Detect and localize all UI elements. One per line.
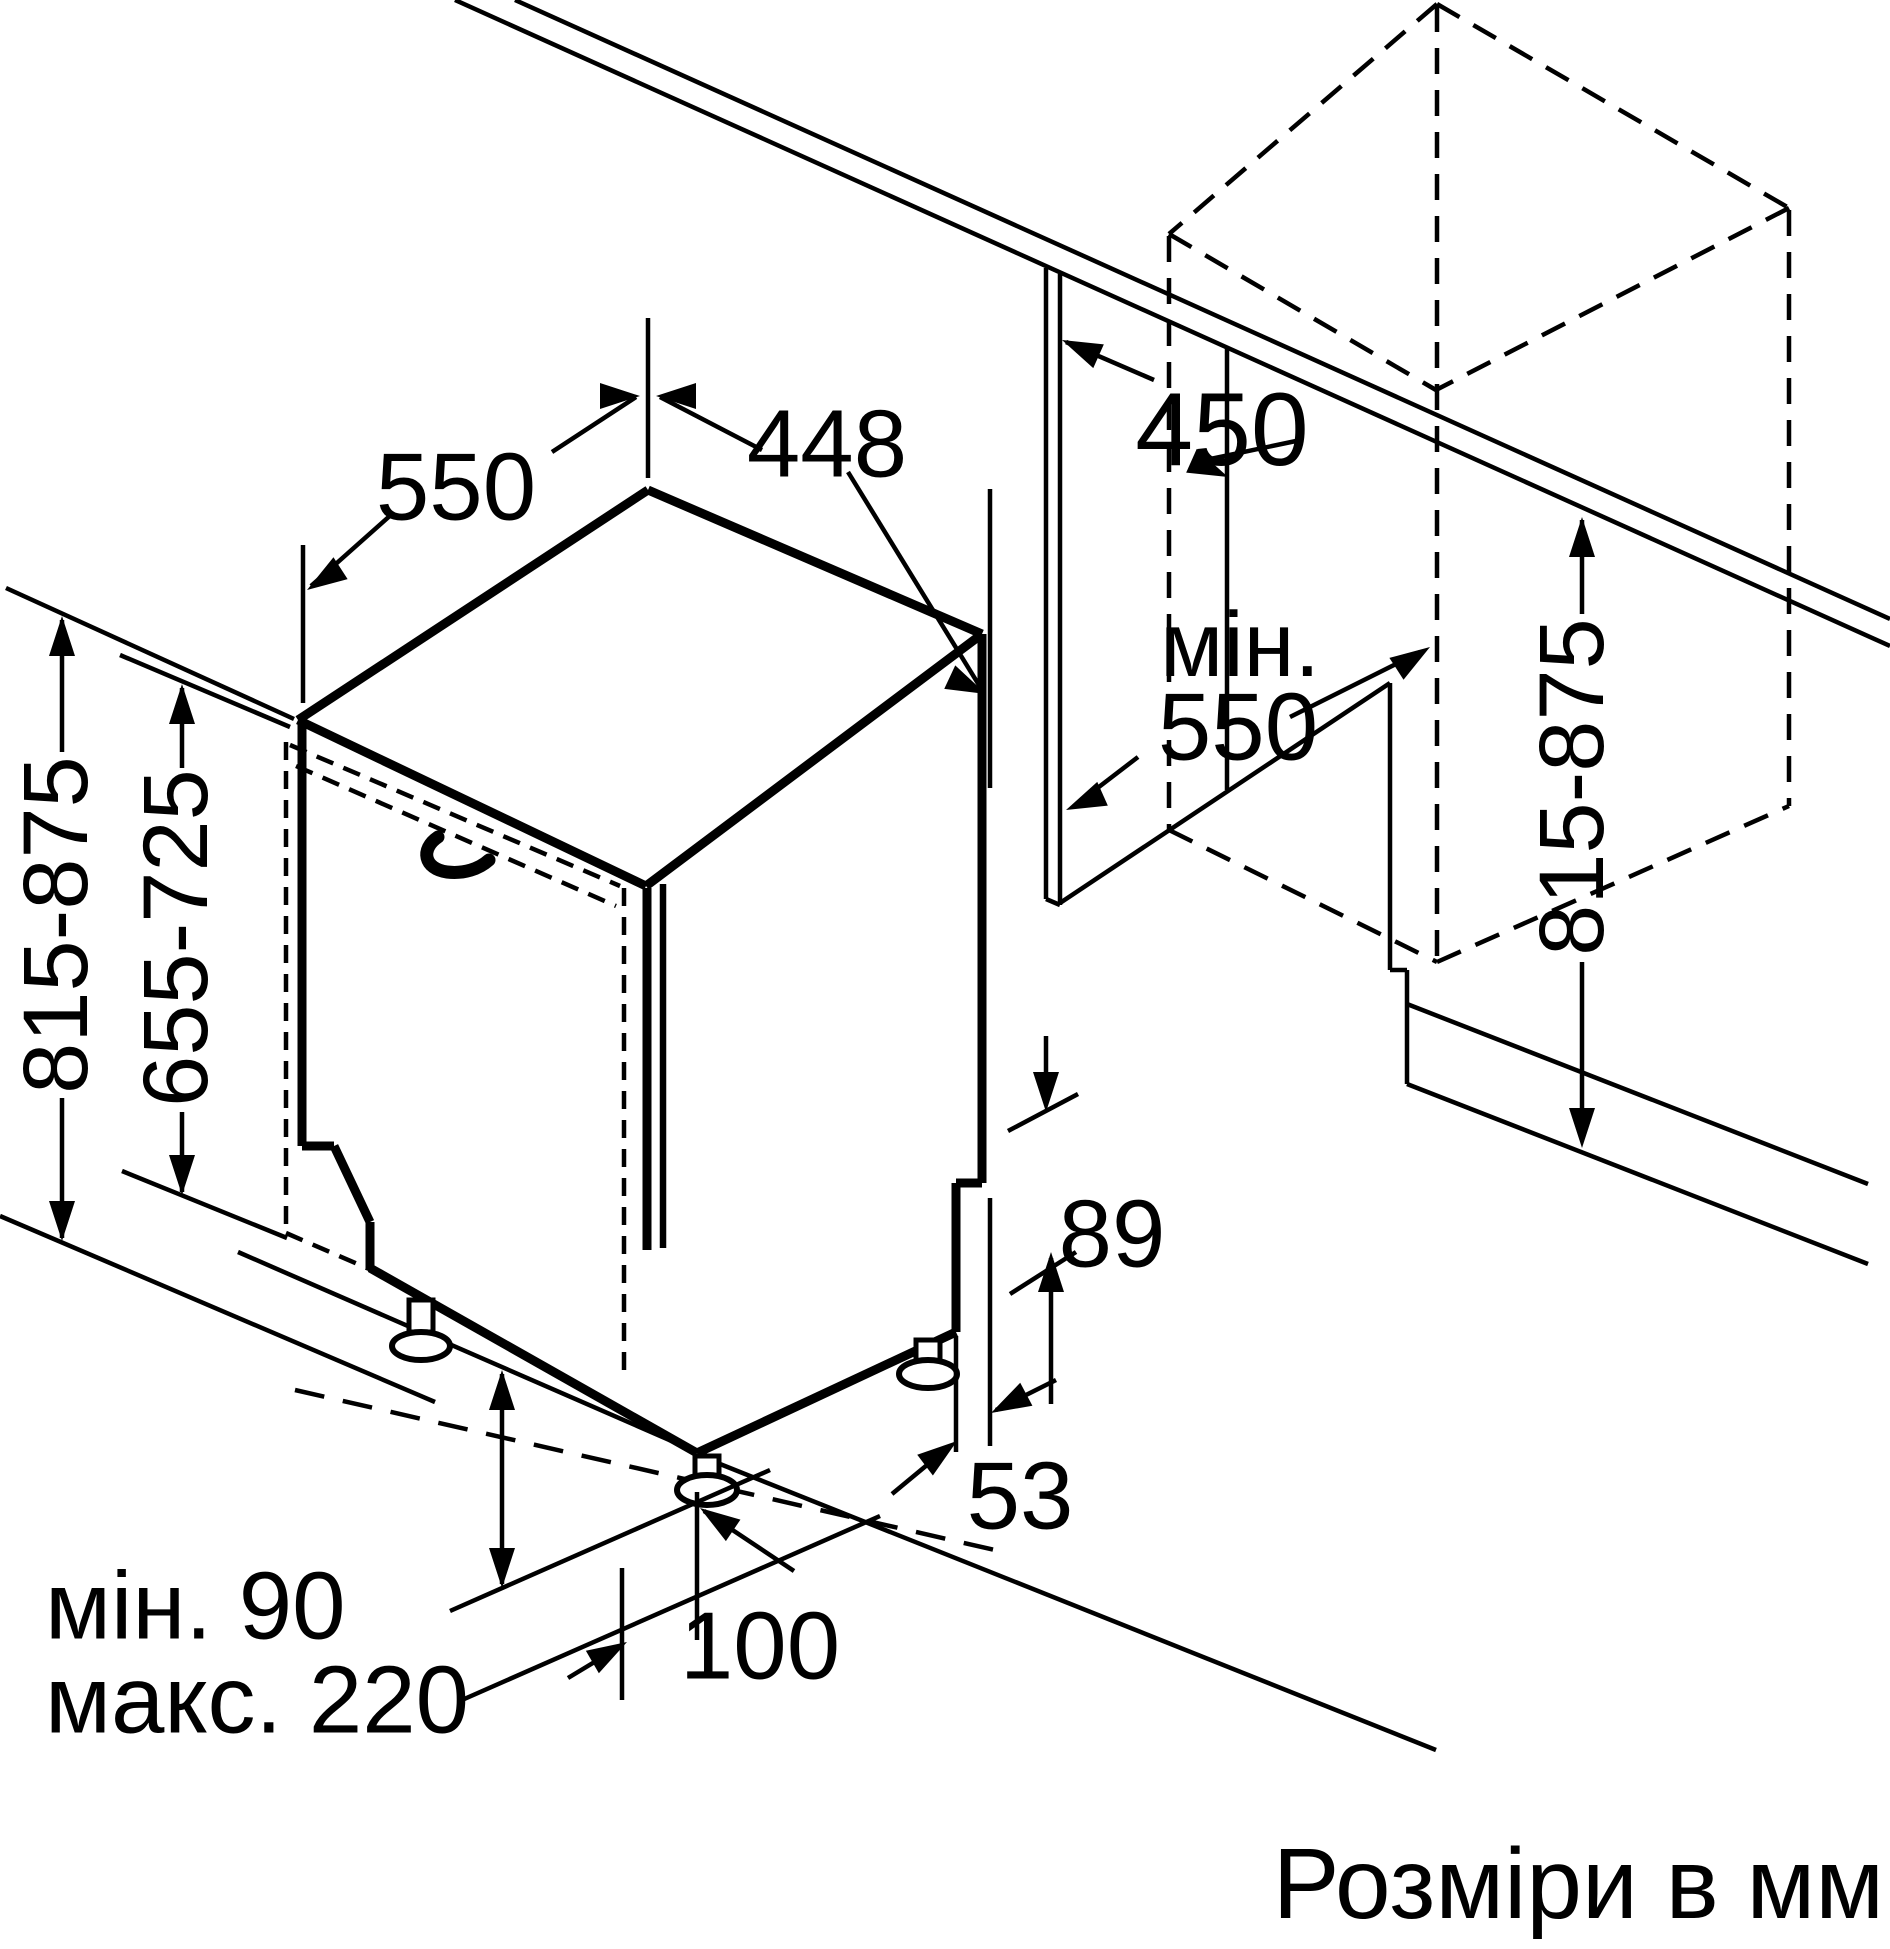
dim-width-448 [656,383,993,788]
label-plinth-max: макс. 220 [45,1647,469,1754]
dishwasher-box [295,485,987,1458]
label-niche-height-815-875: 815-875 [1521,618,1623,956]
label-niche-width-450: 450 [1135,372,1309,488]
label-side-53: 53 [967,1443,1074,1550]
dim-plinth-90-220 [449,1370,881,1703]
label-door-655-725: 655-725 [125,769,227,1107]
label-depth-550: 550 [376,434,536,541]
dim-step-89 [1006,1036,1080,1404]
dim-door-655-725 [169,684,195,1195]
foot-icon [896,1337,960,1391]
label-width-448: 448 [747,391,907,498]
dim-side-53 [890,1198,1058,1496]
furniture-door-dashed [283,742,1009,1556]
dim-niche-450 [1062,339,1297,477]
worktop-right [454,0,1890,649]
caption-units: Розміри в мм [1273,1828,1884,1940]
label-plinth-min: мін. 90 [45,1553,345,1660]
labels: 550 448 450 мін. 550 815-875 655-725 815… [5,372,1884,1940]
foot-icon [674,1453,740,1508]
label-front-100: 100 [680,1593,840,1700]
dim-niche-height-815-875 [1569,517,1595,1148]
door-handle-icon [420,830,496,879]
dim-height-815-875-left [49,616,75,1241]
niche-volume-dashed-box [1166,2,1792,965]
foot-icon [389,1297,453,1363]
label-step-89: 89 [1059,1181,1166,1288]
floor-lines [0,1168,698,1455]
label-niche-depth-min: мін. [1160,594,1320,696]
dim-depth-550 [300,318,651,703]
adjustable-feet [389,1297,960,1508]
dim-niche-depth-min550 [1066,647,1430,810]
label-height-815-875-left: 815-875 [5,756,107,1094]
label-niche-depth-550: 550 [1158,674,1318,781]
worktop-left [5,585,295,730]
niche-structure [699,268,1869,1753]
